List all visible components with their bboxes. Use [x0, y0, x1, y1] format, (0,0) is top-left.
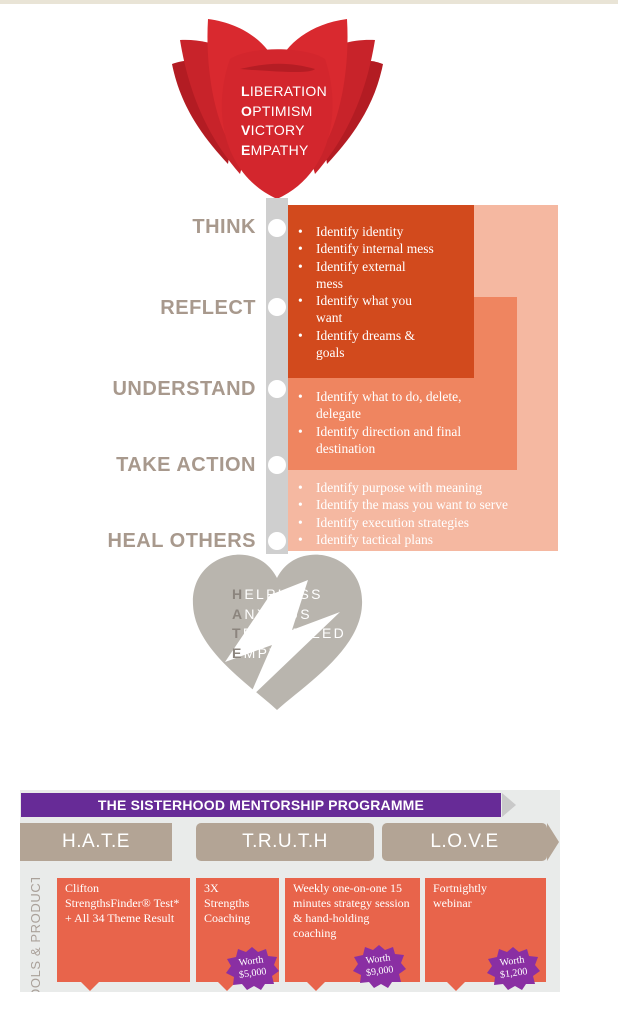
card-text: Weekly one-on-one 15 minutes strategy se…: [293, 881, 410, 940]
hate-line-2: ANXIOUS: [232, 605, 312, 622]
list-item: Identify internal mess: [290, 240, 474, 258]
badge-shape-icon: [353, 945, 406, 988]
programme-title: THE SISTERHOOD MENTORSHIP PROGRAMME: [21, 793, 501, 817]
tools-products-label-box: TOOLS & PRODUCTS: [20, 878, 52, 992]
box-mid-list: Identify what to do, delete, delegate Id…: [290, 388, 510, 457]
list-item: Identify the mass you want to serve: [290, 496, 558, 514]
list-item: Identify purpose with meaning: [290, 479, 558, 497]
stage-dot: [268, 219, 286, 237]
love-line-1: LIBERATION: [241, 83, 327, 99]
love-line-3: VICTORY: [241, 122, 305, 138]
stage-dot: [268, 380, 286, 398]
card-notch: [307, 982, 325, 991]
broken-heart-icon: [192, 554, 363, 710]
worth-badge-2: Worth$9,000: [351, 944, 407, 988]
stage-label-reflect: REFLECT: [160, 297, 256, 319]
list-item: Identify external mess: [290, 258, 428, 293]
box-dark-list: Identify identity Identify internal mess…: [290, 223, 474, 361]
card-text: Fortnightly webinar: [433, 881, 488, 910]
stage-label-understand: UNDERSTAND: [112, 378, 256, 400]
card-notch: [81, 982, 99, 991]
stage-label-think: THINK: [192, 216, 256, 238]
worth-badge-1: Worth$5,000: [224, 946, 280, 990]
hate-acronym: HELPLESS ANXIOUS TERRORIZED EMPTY: [232, 585, 346, 663]
list-item: Identify what you want: [290, 292, 428, 327]
card-notch: [447, 982, 465, 991]
stage-bar-truth: T.R.U.T.H: [196, 823, 374, 861]
stage-bar-hate: H.A.T.E: [20, 823, 172, 861]
stage-label-heal-others: HEAL OTHERS: [107, 530, 256, 552]
worth-badge-3: Worth$1,200: [485, 946, 541, 990]
list-item: Identify direction and final destination: [290, 423, 496, 458]
hate-line-4: EMPTY: [232, 644, 292, 661]
stem: [266, 198, 288, 554]
list-item: Identify what to do, delete, delegate: [290, 388, 496, 423]
stage-label-take-action: TAKE ACTION: [116, 454, 256, 476]
love-acronym: LIBERATION OPTIMISM VICTORY EMPATHY: [241, 82, 327, 160]
love-line-4: EMPATHY: [241, 141, 309, 158]
badge-shape-icon: [487, 947, 540, 990]
list-item: Identify execution strategies: [290, 514, 558, 532]
programme-arrow: [502, 793, 516, 817]
tulip-icon: [172, 19, 383, 199]
stage-dot: [268, 298, 286, 316]
hate-line-3: TERRORIZED: [232, 625, 347, 641]
badge-shape-icon: [226, 947, 279, 990]
product-card-webinar: Fortnightly webinar: [425, 878, 546, 991]
stage-dot: [268, 456, 286, 474]
stage-dot: [268, 532, 286, 550]
card-text: 3X Strengths Coaching: [204, 881, 250, 925]
list-item: Identify dreams & goals: [290, 327, 428, 362]
card-notch: [218, 982, 236, 991]
stage-bar-arrow: [547, 823, 559, 861]
card-text: Clifton StrengthsFinder® Test* + All 34 …: [65, 881, 180, 925]
product-card-strengthsfinder: Clifton StrengthsFinder® Test* + All 34 …: [57, 878, 190, 991]
love-line-2: OPTIMISM: [241, 102, 313, 119]
tools-products-label: TOOLS & PRODUCTS: [28, 878, 43, 992]
top-strip: [0, 0, 618, 4]
stage-bar-love: L.O.V.E: [382, 823, 547, 861]
list-item: Identify identity: [290, 223, 474, 241]
list-item: Identify tactical plans: [290, 531, 558, 549]
box-light-list: Identify purpose with meaning Identify t…: [290, 479, 558, 548]
hate-line-1: HELPLESS: [232, 586, 323, 602]
